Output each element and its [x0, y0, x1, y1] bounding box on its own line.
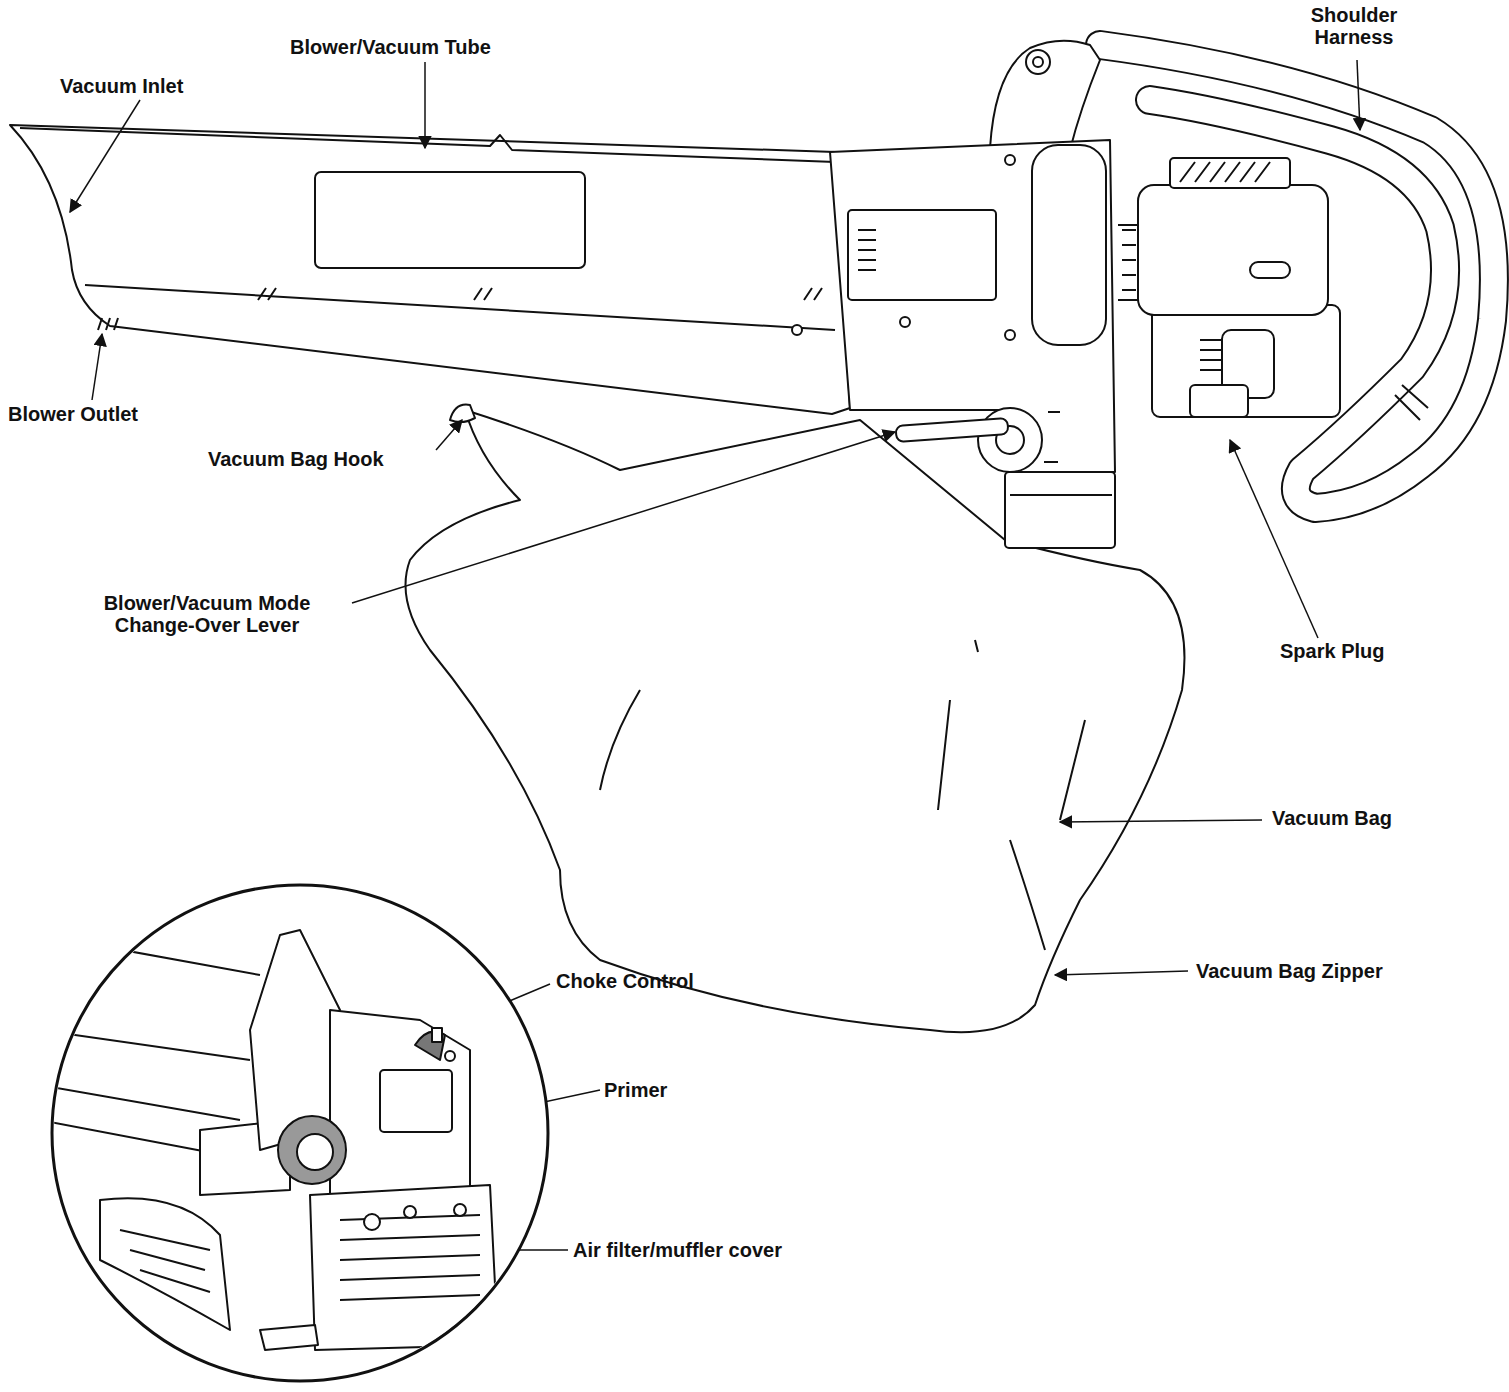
part-label: Spark Plug	[1280, 640, 1440, 662]
part-label: Air filter/muffler cover	[573, 1239, 873, 1261]
part-label: Vacuum Bag Hook	[208, 448, 448, 470]
part-label: Choke Control	[556, 970, 776, 992]
part-label: Shoulder Harness	[1292, 4, 1416, 48]
part-label: Blower/Vacuum Mode Change-Over Lever	[62, 592, 352, 636]
part-label: Blower Outlet	[8, 403, 208, 425]
part-label: Vacuum Inlet	[60, 75, 260, 97]
part-label: Blower/Vacuum Tube	[290, 36, 560, 58]
part-label: Vacuum Bag Zipper	[1196, 960, 1476, 982]
part-label: Primer	[604, 1079, 724, 1101]
part-label: Vacuum Bag	[1272, 807, 1472, 829]
